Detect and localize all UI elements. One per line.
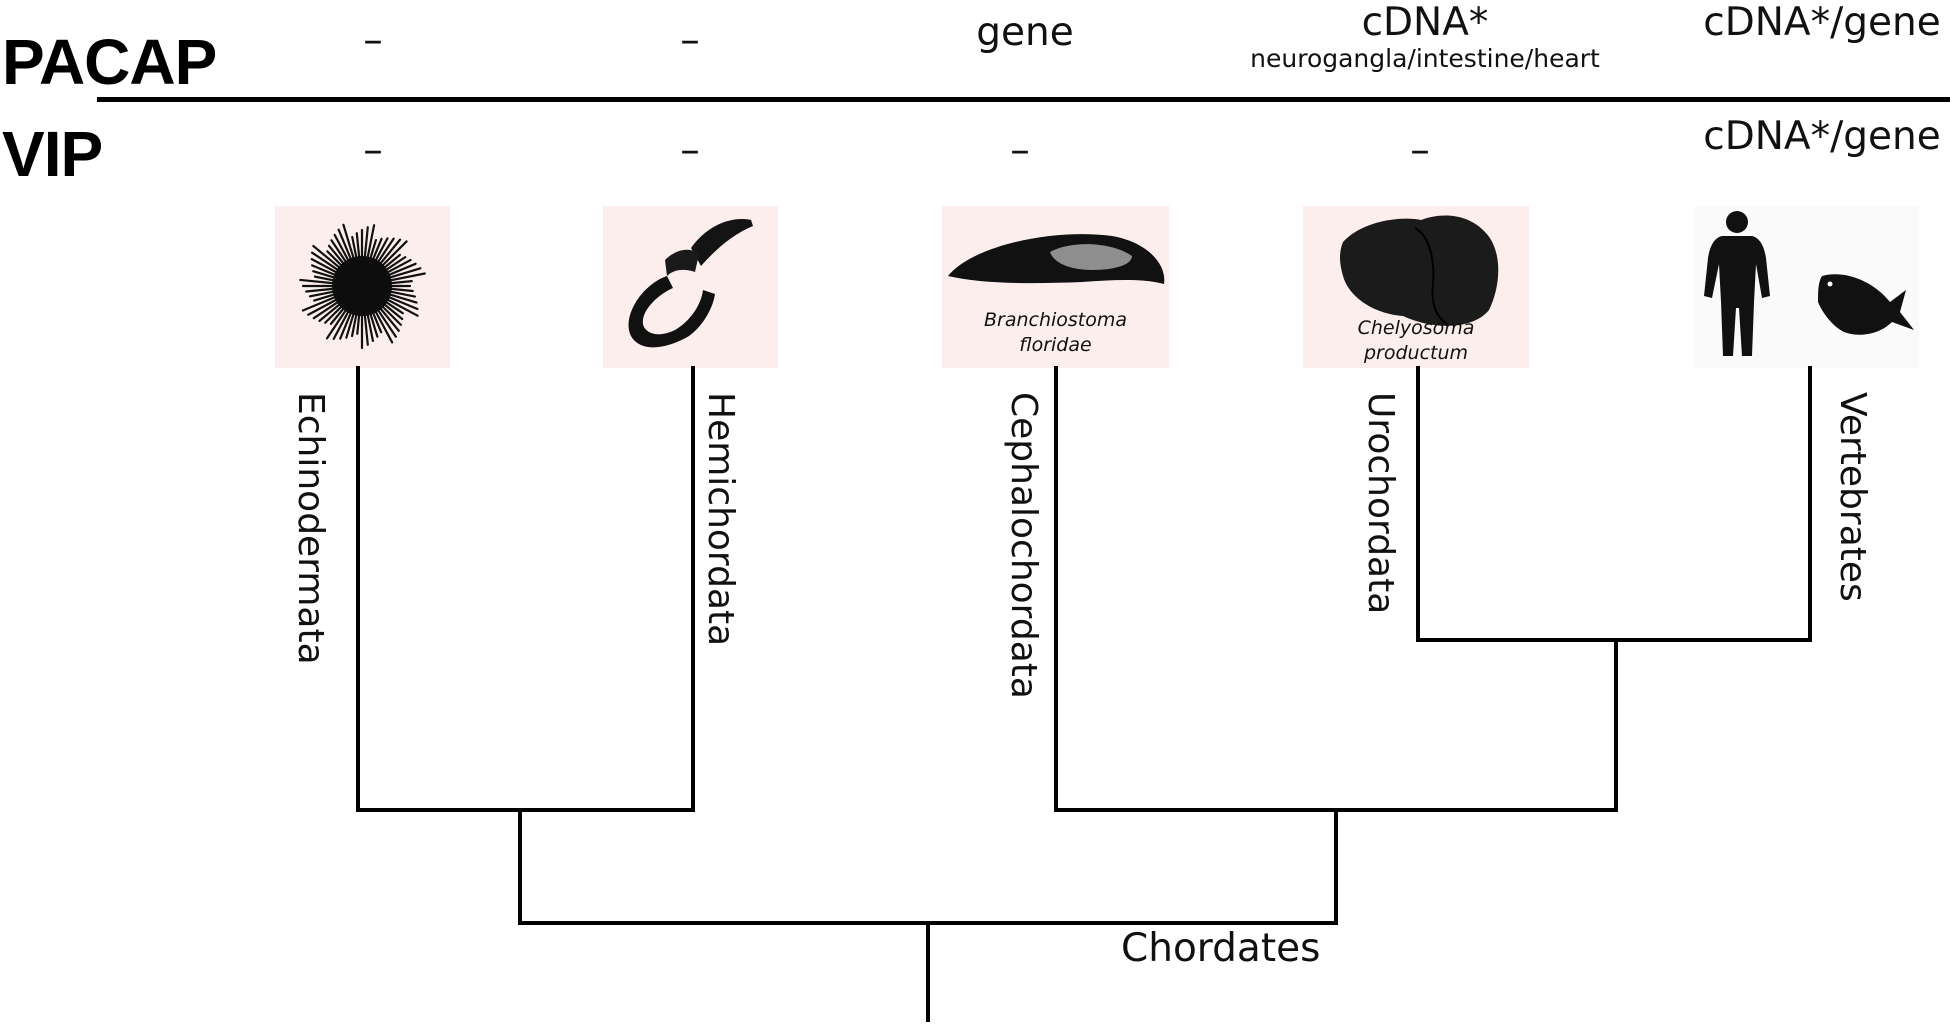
acorn-worm-icon	[628, 219, 753, 348]
tunicate-icon	[1340, 215, 1499, 326]
vip-cell-urochordata: –	[1410, 128, 1430, 173]
vertebrates-panel	[1694, 206, 1919, 368]
taxon-label-vertebrates: Vertebrates	[1832, 392, 1873, 602]
vip-cell-hemichordata: –	[680, 128, 700, 173]
vip-cell-cephalochordata: –	[1010, 128, 1030, 173]
vip-row-label: VIP	[2, 118, 103, 190]
hemichordata-panel	[603, 206, 778, 368]
taxon-label-cephalochordata: Cephalochordata	[1003, 392, 1044, 699]
human-and-fish-icon	[1704, 211, 1914, 356]
pacap-cell-urochordata: cDNA* neurogangla/intestine/heart	[1250, 0, 1600, 73]
clade-label-chordates: Chordates	[1121, 926, 1321, 971]
taxon-label-urochordata: Urochordata	[1360, 392, 1401, 615]
row-divider	[97, 97, 1950, 102]
lancelet-icon	[948, 234, 1165, 284]
taxon-label-hemichordata: Hemichordata	[700, 392, 741, 647]
vip-cell-echinodermata: –	[363, 128, 383, 173]
vip-cell-vertebrates: cDNA*/gene	[1703, 114, 1941, 159]
pacap-cell-hemichordata: –	[680, 18, 700, 63]
taxon-label-echinodermata: Echinodermata	[290, 392, 331, 665]
pacap-expression-note: neurogangla/intestine/heart	[1250, 43, 1600, 73]
sea-urchin-icon	[299, 223, 426, 350]
pacap-row-label: PACAP	[2, 26, 217, 98]
pacap-cell-echinodermata: –	[363, 18, 383, 63]
pacap-cell-cephalochordata: gene	[976, 10, 1074, 55]
pacap-cell-vertebrates: cDNA*/gene	[1703, 0, 1941, 45]
echinodermata-panel	[275, 206, 450, 368]
